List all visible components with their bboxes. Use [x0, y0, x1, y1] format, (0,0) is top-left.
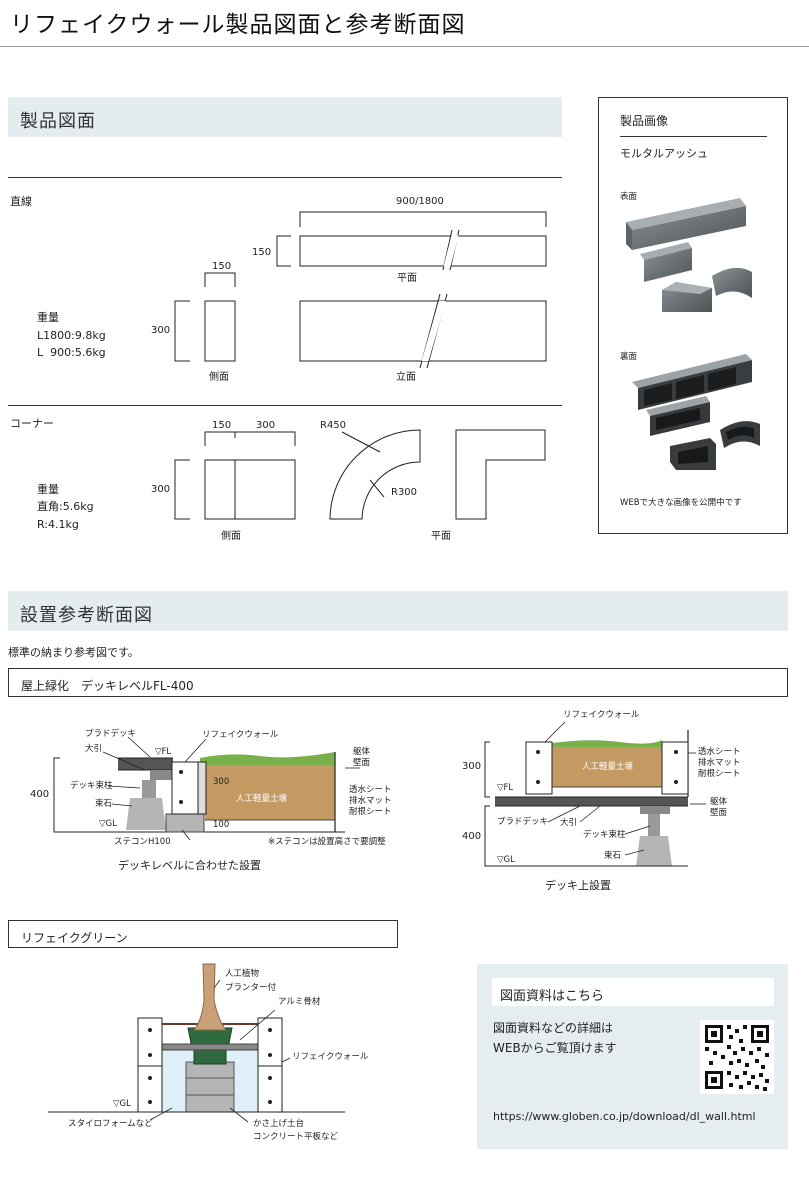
left-stecon-note: ※ステコンは設置高さで要調整	[268, 837, 386, 847]
corner-dim-300-top: 300	[256, 420, 276, 431]
corner-plan-label: 平面	[431, 531, 451, 542]
corner-r300: R300	[391, 487, 418, 498]
front-label: 表面	[620, 192, 638, 202]
left-wall-label: リフェイクウォール	[202, 730, 279, 740]
left-dim-400: 400	[30, 789, 50, 800]
left-sheet1: 透水シート	[349, 785, 392, 795]
alumi-label: アルミ骨材	[278, 997, 321, 1007]
product-image-header: 製品画像	[620, 114, 669, 128]
page-title: リフェイクウォール製品図面と参考断面図	[10, 12, 466, 38]
left-sheet3: 耐根シート	[349, 807, 392, 817]
corner-label: コーナー	[10, 417, 54, 430]
green-box: リフェイクグリーン	[8, 920, 398, 948]
left-gl-label: ▽GL	[99, 819, 117, 829]
left-soil-label: 人工軽量土壌	[236, 794, 288, 804]
left-structure-label: 躯体 壁面	[353, 747, 371, 769]
straight-label: 直線	[10, 195, 32, 208]
left-deck-label: プラドデッキ	[85, 729, 137, 739]
right-sheet1: 透水シート	[698, 747, 741, 757]
right-sheet3: 耐根シート	[698, 769, 741, 779]
left-dim-100: 100	[213, 820, 230, 830]
section-intro: 標準の納まり参考図です。	[8, 646, 139, 659]
info-line2: WEBからご覧頂けます	[493, 1041, 617, 1055]
qr-code-icon[interactable]	[700, 1020, 774, 1094]
right-sheet2: 排水マット	[698, 758, 741, 768]
weight-corner-right: 直角:5.6kg	[37, 500, 94, 513]
web-image-note: WEBで大きな画像を公開中です	[620, 498, 742, 508]
left-caption: デッキレベルに合わせた設置	[118, 859, 261, 872]
corner-dim-150: 150	[212, 420, 232, 431]
right-structure-label: 躯体 壁面	[710, 797, 728, 819]
left-base-stone-label: 束石	[95, 799, 113, 809]
plant-label: 人工植物	[225, 969, 260, 979]
product-drawing-header: 製品図面	[20, 111, 96, 132]
green-box-label: リフェイクグリーン	[21, 931, 128, 945]
back-label: 裏面	[620, 352, 638, 362]
plan-label: 平面	[397, 273, 417, 284]
weight-title-corner: 重量	[37, 483, 59, 496]
right-gl-label: ▽GL	[497, 855, 515, 865]
divider-straight	[8, 177, 562, 178]
right-soil-label: 人工軽量土壌	[582, 762, 634, 772]
left-joist-label: 大引	[85, 744, 103, 754]
left-stecon-label: ステコンH100	[114, 837, 171, 847]
finish-name: モルタルアッシュ	[620, 147, 708, 160]
concrete-label: コンクリート平板など	[253, 1132, 339, 1142]
download-info-header-box: 図面資料はこちら	[492, 978, 774, 1006]
right-base-stone-label: 束石	[604, 851, 622, 861]
right-dim-300: 300	[462, 761, 482, 772]
dim-300-side: 300	[151, 325, 171, 336]
planter-label: プランター付	[225, 983, 277, 993]
weight-straight-1800: L1800:9.8kg	[37, 329, 106, 342]
side-label: 側面	[209, 372, 229, 383]
title-divider	[0, 46, 809, 47]
right-dim-400: 400	[462, 831, 482, 842]
download-url-link[interactable]: https://www.globen.co.jp/download/dl_wal…	[493, 1110, 756, 1123]
dim-length: 900/1800	[396, 196, 444, 207]
right-fl-label: ▽FL	[497, 783, 514, 793]
green-wall-label: リフェイクウォール	[292, 1052, 369, 1062]
product-image-panel	[598, 97, 788, 534]
download-info-header: 図面資料はこちら	[500, 989, 605, 1004]
left-sheet2: 排水マット	[349, 796, 392, 806]
elevation-label: 立面	[396, 372, 416, 383]
info-line1: 図面資料などの詳細は	[493, 1021, 614, 1035]
green-gl-label: ▽GL	[113, 1099, 131, 1109]
right-wall-label: リフェイクウォール	[563, 710, 640, 720]
corner-r450: R450	[320, 420, 347, 431]
weight-corner-r: R:4.1kg	[37, 518, 79, 531]
styro-label: スタイロフォームなど	[68, 1119, 153, 1129]
weight-title-straight: 重量	[37, 311, 59, 324]
divider-corner	[8, 405, 562, 406]
rooftop-box: 屋上緑化 デッキレベルFL-400	[8, 668, 788, 697]
right-caption: デッキ上設置	[545, 879, 611, 892]
left-dim-300: 300	[213, 777, 230, 787]
weight-straight-900: L 900:5.6kg	[37, 346, 106, 359]
product-drawing-header-bar: 製品図面	[8, 97, 562, 137]
section-header-bar: 設置参考断面図	[8, 591, 788, 631]
right-joist-label: 大引	[560, 818, 578, 828]
product-image-rule	[620, 136, 767, 137]
dim-150-plan: 150	[252, 247, 272, 258]
dim-150-side: 150	[212, 261, 232, 272]
right-deck-label: プラドデッキ	[497, 817, 549, 827]
corner-dim-300-side: 300	[151, 484, 171, 495]
left-deck-post-label: デッキ束柱	[70, 781, 113, 791]
rooftop-box-label: 屋上緑化 デッキレベルFL-400	[21, 679, 194, 693]
left-fl-label: ▽FL	[155, 747, 172, 757]
right-deck-post-label: デッキ束柱	[583, 830, 626, 840]
section-header: 設置参考断面図	[20, 605, 153, 626]
corner-side-label: 側面	[221, 531, 241, 542]
raise-label: かさ上げ土台	[253, 1119, 305, 1129]
